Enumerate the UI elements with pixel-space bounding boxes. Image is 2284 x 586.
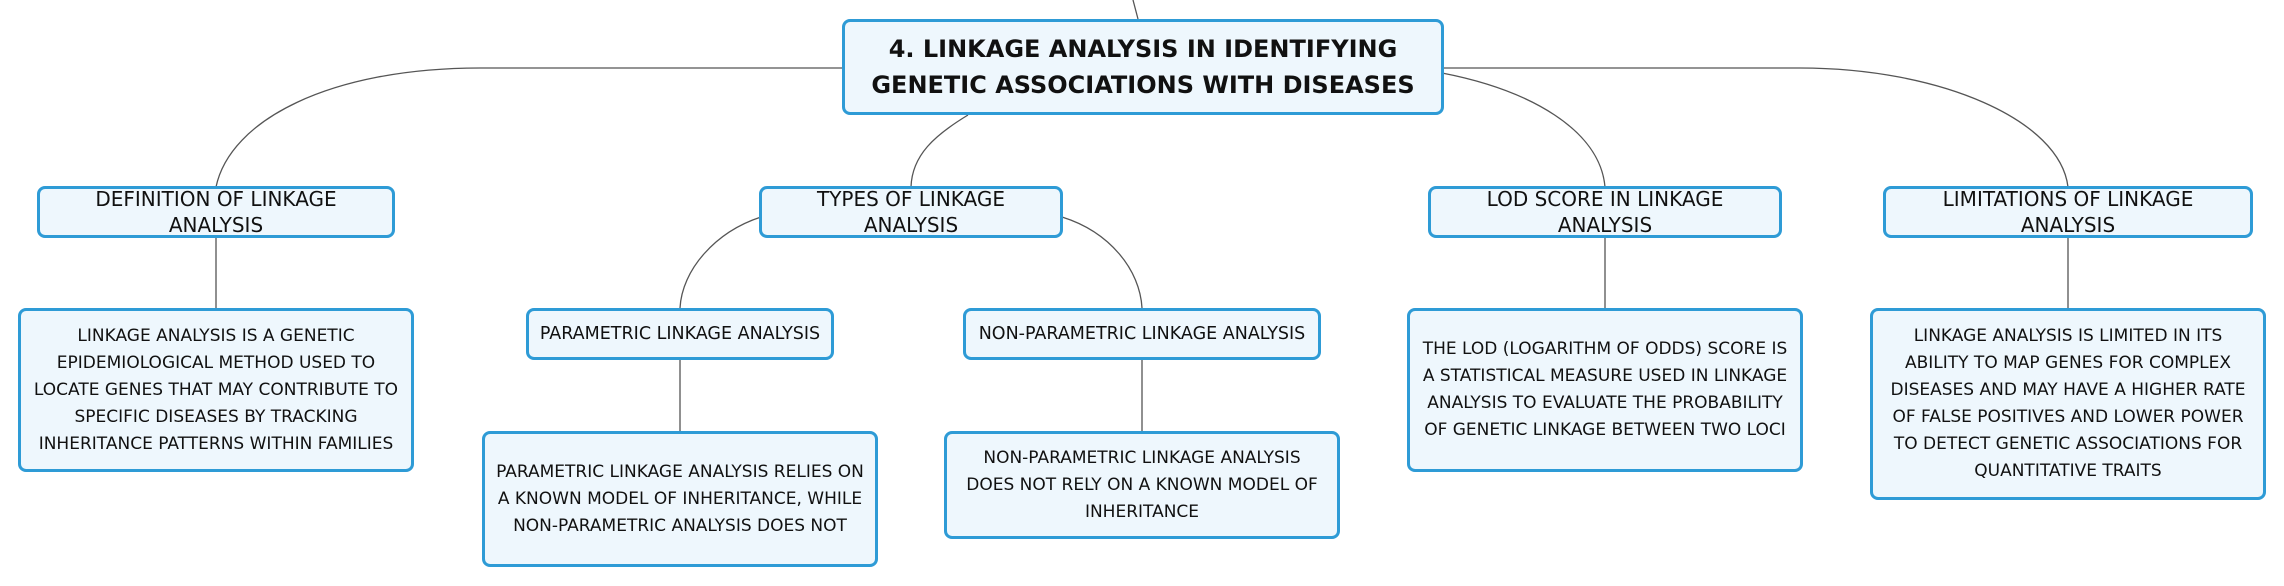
non-parametric-detail-node[interactable]: NON-PARAMETRIC LINKAGE ANALYSIS DOES NOT… <box>944 431 1340 539</box>
connector-root-lod <box>1441 72 1606 188</box>
definition-detail-text: LINKAGE ANALYSIS IS A GENETIC EPIDEMIOLO… <box>33 325 399 454</box>
non-parametric-node[interactable]: NON-PARAMETRIC LINKAGE ANALYSIS <box>963 308 1321 360</box>
parametric-detail-node[interactable]: PARAMETRIC LINKAGE ANALYSIS RELIES ON A … <box>482 431 878 567</box>
definition-detail-node[interactable]: LINKAGE ANALYSIS IS A GENETIC EPIDEMIOLO… <box>18 308 414 472</box>
branch-limitations-label: LIMITATIONS OF LINKAGE ANALYSIS <box>1942 187 2194 237</box>
connector-root-definition <box>215 67 842 188</box>
limitations-detail-node[interactable]: LINKAGE ANALYSIS IS LIMITED IN ITS ABILI… <box>1870 308 2266 500</box>
root-topic-node[interactable]: 4. LINKAGE ANALYSIS IN IDENTIFYING GENET… <box>842 19 1444 115</box>
branch-definition-node[interactable]: DEFINITION OF LINKAGE ANALYSIS <box>37 186 395 238</box>
branch-types-node[interactable]: TYPES OF LINKAGE ANALYSIS <box>759 186 1063 238</box>
connector-top-stub <box>1132 0 1139 20</box>
limitations-detail-text: LINKAGE ANALYSIS IS LIMITED IN ITS ABILI… <box>1890 326 2246 481</box>
lod-detail-node[interactable]: THE LOD (LOGARITHM OF ODDS) SCORE IS A S… <box>1407 308 1803 472</box>
lod-detail-text: THE LOD (LOGARITHM OF ODDS) SCORE IS A S… <box>1422 339 1788 440</box>
branch-types-label: TYPES OF LINKAGE ANALYSIS <box>816 187 1006 237</box>
non-parametric-label: NON-PARAMETRIC LINKAGE ANALYSIS <box>978 324 1306 344</box>
branch-lod-label: LOD SCORE IN LINKAGE ANALYSIS <box>1486 187 1724 237</box>
parametric-detail-text: PARAMETRIC LINKAGE ANALYSIS RELIES ON A … <box>496 461 864 536</box>
branch-definition-label: DEFINITION OF LINKAGE ANALYSIS <box>95 187 337 237</box>
branch-lod-node[interactable]: LOD SCORE IN LINKAGE ANALYSIS <box>1428 186 1782 238</box>
connector-types-parametric <box>679 216 762 309</box>
root-topic-label: 4. LINKAGE ANALYSIS IN IDENTIFYING GENET… <box>871 35 1415 99</box>
parametric-label: PARAMETRIC LINKAGE ANALYSIS <box>539 324 821 344</box>
branch-limitations-node[interactable]: LIMITATIONS OF LINKAGE ANALYSIS <box>1883 186 2253 238</box>
parametric-node[interactable]: PARAMETRIC LINKAGE ANALYSIS <box>526 308 834 360</box>
non-parametric-detail-text: NON-PARAMETRIC LINKAGE ANALYSIS DOES NOT… <box>966 447 1318 522</box>
connector-types-nonparametric <box>1061 216 1143 309</box>
connector-root-limitations <box>1442 67 2069 188</box>
connector-root-types <box>910 114 969 188</box>
